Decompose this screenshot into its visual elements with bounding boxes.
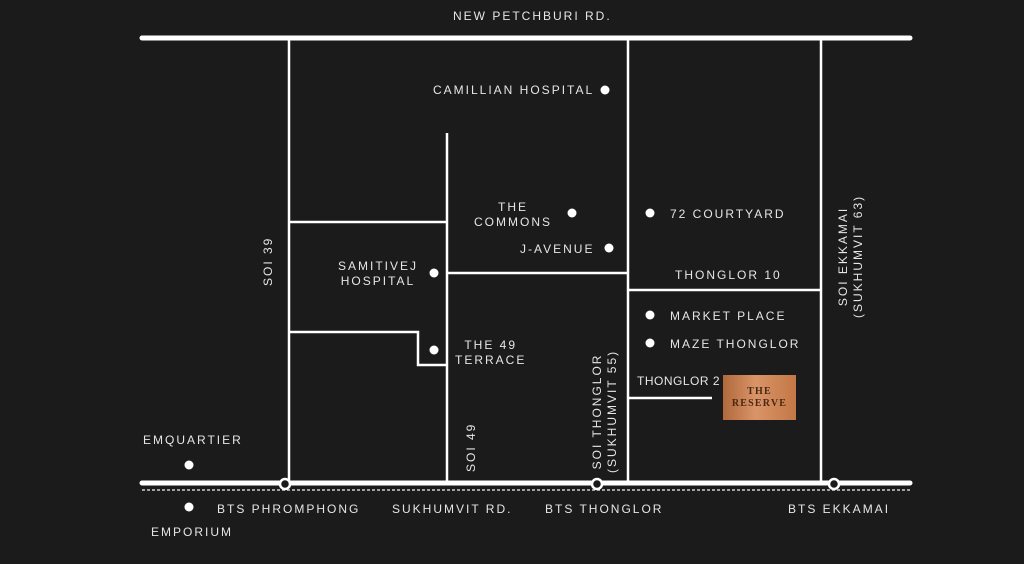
- station-thonglor-icon: [590, 477, 604, 491]
- poi-dot-icon: [567, 208, 577, 218]
- poi-camillian-hospital: CAMILLIAN HOSPITAL: [433, 83, 595, 97]
- poi-dot-icon: [184, 460, 194, 470]
- road-label-new-petchburi: NEW PETCHBURI RD.: [453, 9, 612, 23]
- road-label-thonglor10: THONGLOR 10: [675, 268, 782, 282]
- project-marker-the-reserve: THE RESERVE: [723, 375, 796, 420]
- poi-dot-icon: [604, 243, 614, 253]
- road-label-soi-ekkamai: SOI EKKAMAI(SUKHUMVIT 63): [836, 194, 865, 318]
- poi-dot-icon: [429, 345, 439, 355]
- road-label-thonglor2: THONGLOR 2: [637, 374, 721, 388]
- poi-emporium: EMPORIUM: [151, 525, 233, 539]
- station-label-phromphong: BTS PHROMPHONG: [217, 502, 361, 516]
- poi-dot-icon: [645, 338, 655, 348]
- poi-dot-icon: [600, 85, 610, 95]
- station-ekkamai-icon: [827, 477, 841, 491]
- station-phromphong-icon: [278, 477, 292, 491]
- poi-72-courtyard: 72 COURTYARD: [670, 207, 786, 221]
- poi-dot-icon: [184, 502, 194, 512]
- road-label-sukhumvit: SUKHUMVIT RD.: [392, 502, 513, 516]
- poi-dot-icon: [645, 310, 655, 320]
- station-label-ekkamai: BTS EKKAMAI: [788, 502, 891, 516]
- poi-j-avenue: J-AVENUE: [520, 242, 595, 256]
- road-label-soi39: SOI 39: [261, 236, 275, 286]
- poi-dot-icon: [429, 268, 439, 278]
- poi-emquartier: EMQUARTIER: [143, 433, 243, 447]
- poi-market-place: MARKET PLACE: [670, 309, 787, 323]
- poi-dot-icon: [645, 208, 655, 218]
- road-label-soi49: SOI 49: [464, 422, 478, 472]
- poi-maze-thonglor: MAZE THONGLOR: [670, 337, 801, 351]
- road-label-soi-thonglor: SOI THONGLOR(SUKHUMVIT 55): [590, 349, 619, 473]
- station-label-thonglor: BTS THONGLOR: [545, 502, 664, 516]
